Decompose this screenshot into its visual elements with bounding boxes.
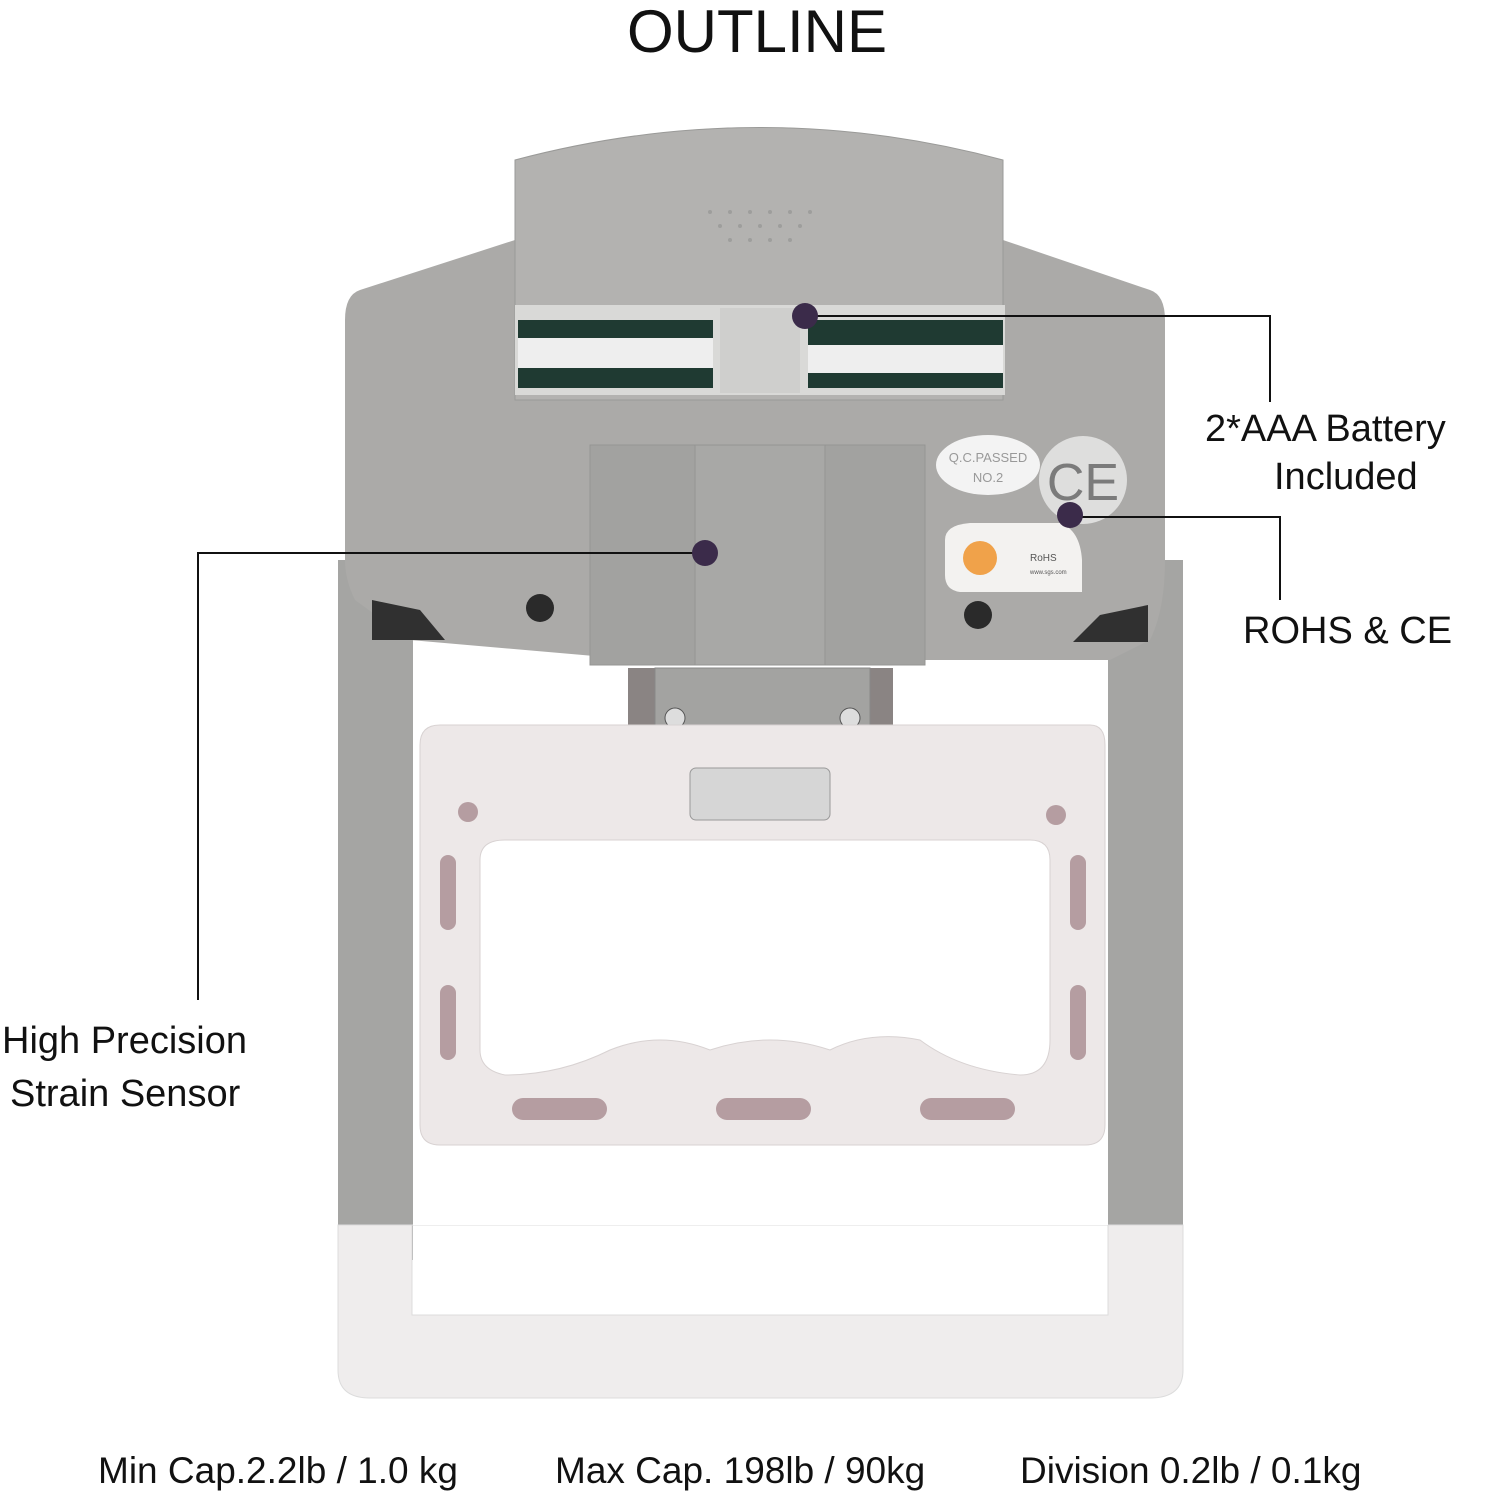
spec-max-capacity: Max Cap. 198lb / 90kg — [555, 1450, 926, 1491]
spec-division: Division 0.2lb / 0.1kg — [1020, 1450, 1362, 1491]
callout-dot-sensor — [692, 540, 718, 566]
sensor-label-line1: High Precision — [2, 1020, 247, 1062]
callout-dot-battery — [792, 303, 818, 329]
callout-dot-certification — [1057, 502, 1083, 528]
battery-label-line1: 2*AAA Battery — [1205, 408, 1446, 450]
right-leg — [1108, 560, 1183, 1260]
speaker-grille — [708, 210, 812, 242]
left-leg — [338, 560, 413, 1260]
battery-left — [518, 320, 713, 388]
bottom-handle — [337, 1224, 1184, 1399]
rohs-text: RoHS — [1030, 553, 1057, 564]
adjust-knob — [689, 767, 831, 821]
slot-left — [372, 600, 445, 640]
qc-sticker — [936, 435, 1040, 495]
page-title: OUTLINE — [626, 0, 888, 65]
callout-lines — [197, 315, 1281, 1000]
slot-right — [1073, 605, 1148, 642]
certification-label: ROHS & CE — [1243, 610, 1453, 652]
battery-right — [808, 320, 1003, 388]
battery-divider — [720, 308, 800, 393]
grip-plate — [419, 724, 1106, 1146]
qc-sticker-text-1: Q.C.PASSED — [949, 450, 1028, 465]
rohs-check-icon — [963, 541, 997, 575]
spec-min-capacity: Min Cap.2.2lb / 1.0 kg — [98, 1450, 458, 1491]
grip-slots — [440, 802, 1086, 1120]
ce-mark: CE — [1047, 454, 1119, 512]
screw-left — [526, 594, 554, 622]
screw-right — [964, 601, 992, 629]
qc-sticker-text-2: NO.2 — [973, 470, 1003, 485]
battery-label-line2: Included — [1274, 456, 1418, 498]
sensor-label-line2: Strain Sensor — [10, 1073, 241, 1115]
ce-sticker — [1039, 436, 1127, 524]
rohs-url: www.sgs.com — [1029, 570, 1067, 576]
